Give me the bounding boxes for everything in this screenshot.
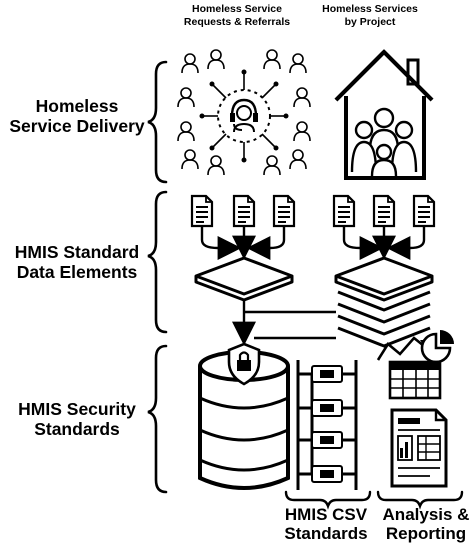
brace-security (147, 344, 168, 494)
output-brackets (284, 490, 464, 510)
report-chart-icon (390, 408, 448, 488)
spreadsheet-icon (376, 330, 454, 400)
brace-delivery (147, 60, 168, 184)
house-family-icon (334, 49, 434, 180)
people-network-icon (177, 49, 311, 176)
brace-data-elements (147, 190, 168, 334)
server-tree-icon (296, 360, 358, 490)
headset-icon (230, 98, 258, 133)
output-label-reporting: Analysis &Reporting (382, 505, 470, 544)
database-icon (198, 342, 290, 490)
document-icon (190, 194, 296, 228)
lock-shield-icon (227, 342, 261, 386)
stacked-layers-icon (194, 256, 294, 302)
stacked-layers-icon (334, 256, 434, 348)
document-icon (332, 194, 436, 228)
